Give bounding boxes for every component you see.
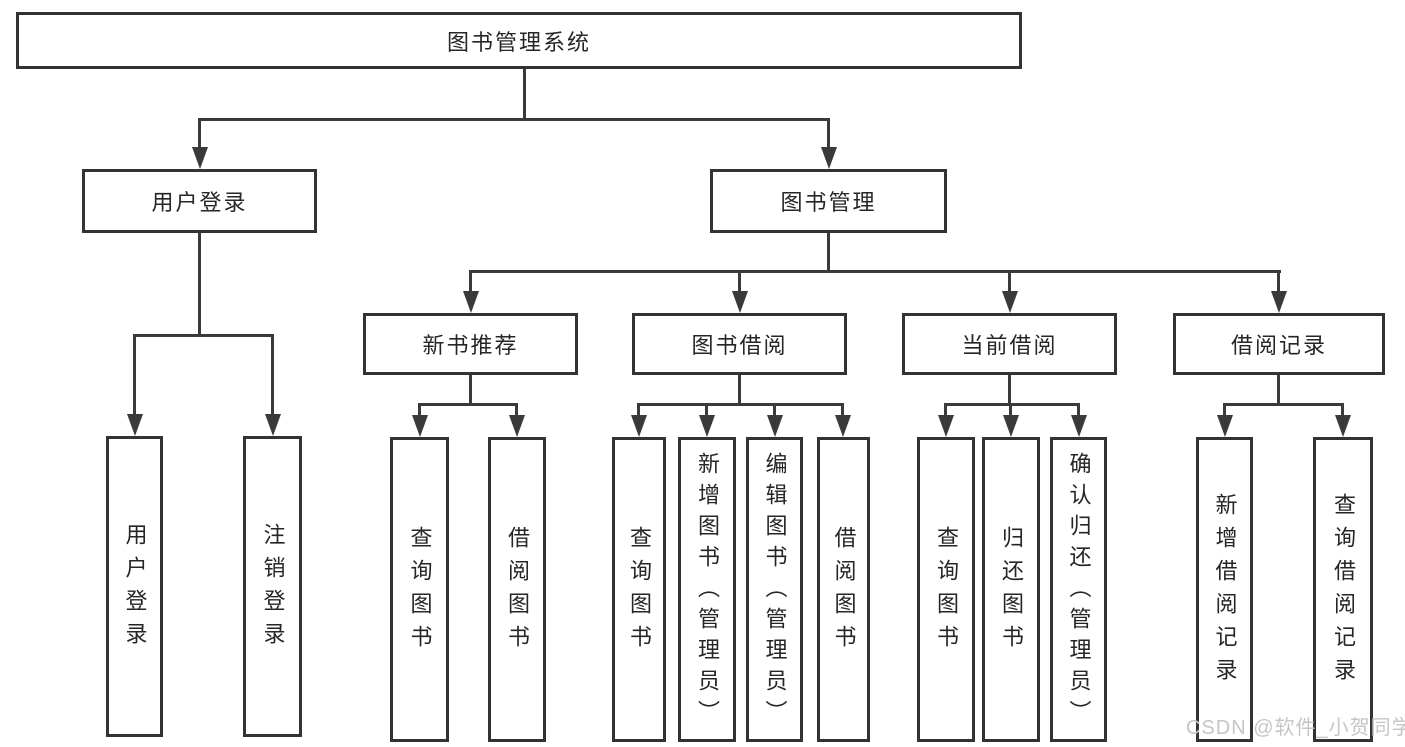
- connector-to-book-management: [827, 118, 830, 150]
- arrowhead-down-icon: [835, 415, 851, 437]
- node-book-borrowing: 图书借阅: [632, 313, 847, 375]
- connector-to-leaf-user-login: [133, 334, 136, 416]
- arrowhead-down-icon: [463, 291, 479, 313]
- connector-leaf: [1009, 403, 1012, 416]
- connector-leaf: [773, 403, 776, 416]
- node-new-book-recommend: 新书推荐: [363, 313, 578, 375]
- node-current-borrowing: 当前借阅: [902, 313, 1117, 375]
- leaf-edit-books-admin: 编辑图书（管理员）: [746, 437, 803, 742]
- arrowhead-down-icon: [509, 415, 525, 437]
- arrowhead-down-icon: [767, 415, 783, 437]
- connector-to-book-borrowing: [738, 270, 741, 292]
- connector-leaf: [418, 403, 421, 416]
- arrowhead-down-icon: [1071, 415, 1087, 437]
- connector-new-book-horizontal: [418, 403, 518, 406]
- connector-root-stem: [523, 68, 526, 121]
- arrowhead-down-icon: [192, 147, 208, 169]
- leaf-user-login: 用户登录: [106, 436, 163, 737]
- leaf-confirm-return-admin: 确认归还（管理员）: [1050, 437, 1107, 742]
- connector-leaf: [705, 403, 708, 416]
- node-borrowing-records: 借阅记录: [1173, 313, 1385, 375]
- leaf-query-books-current: 查询图书: [917, 437, 975, 742]
- leaf-borrow-books-recommend: 借阅图书: [488, 437, 546, 742]
- arrowhead-down-icon: [732, 291, 748, 313]
- connector-new-book-stem: [469, 375, 472, 406]
- arrowhead-down-icon: [631, 415, 647, 437]
- leaf-query-books-borrowing: 查询图书: [612, 437, 666, 742]
- connector-leaf: [1223, 403, 1226, 416]
- connector-root-horizontal: [198, 118, 830, 121]
- leaf-logout: 注销登录: [243, 436, 302, 737]
- leaf-add-borrow-record: 新增借阅记录: [1196, 437, 1253, 742]
- connector-book-borrowing-horizontal: [637, 403, 844, 406]
- connector-to-current-borrowing: [1008, 270, 1011, 292]
- connector-leaf: [1341, 403, 1344, 416]
- leaf-borrow-books-borrowing: 借阅图书: [817, 437, 870, 742]
- connector-borrowing-records-stem: [1277, 375, 1280, 406]
- connector-leaf: [841, 403, 844, 416]
- arrowhead-down-icon: [1003, 415, 1019, 437]
- connector-leaf: [637, 403, 640, 416]
- connector-leaf: [515, 403, 518, 416]
- leaf-query-books-recommend: 查询图书: [390, 437, 449, 742]
- leaf-query-borrow-record: 查询借阅记录: [1313, 437, 1373, 742]
- connector-to-new-book-recommend: [469, 270, 472, 292]
- connector-user-login-horizontal: [133, 334, 274, 337]
- connector-book-borrowing-stem: [738, 375, 741, 406]
- node-book-management: 图书管理: [710, 169, 947, 233]
- connector-book-management-stem: [827, 233, 830, 273]
- connector-to-user-login: [198, 118, 201, 150]
- arrowhead-down-icon: [1217, 415, 1233, 437]
- leaf-return-books: 归还图书: [982, 437, 1040, 742]
- arrowhead-down-icon: [821, 147, 837, 169]
- connector-leaf: [1077, 403, 1080, 416]
- connector-to-borrowing-records: [1277, 270, 1280, 292]
- arrowhead-down-icon: [412, 415, 428, 437]
- connector-leaf: [944, 403, 947, 416]
- arrowhead-down-icon: [1002, 291, 1018, 313]
- connector-book-management-horizontal: [469, 270, 1281, 273]
- arrowhead-down-icon: [127, 414, 143, 436]
- connector-current-borrowing-stem: [1008, 375, 1011, 406]
- arrowhead-down-icon: [1271, 291, 1287, 313]
- connector-borrowing-records-horizontal: [1223, 403, 1344, 406]
- leaf-add-books-admin: 新增图书（管理员）: [678, 437, 736, 742]
- watermark-text: CSDN @软件_小贺同学: [1186, 717, 1405, 739]
- connector-user-login-stem: [198, 233, 201, 337]
- arrowhead-down-icon: [938, 415, 954, 437]
- arrowhead-down-icon: [1335, 415, 1351, 437]
- connector-to-leaf-logout: [271, 334, 274, 416]
- node-user-login: 用户登录: [82, 169, 317, 233]
- node-root: 图书管理系统: [16, 12, 1022, 69]
- arrowhead-down-icon: [699, 415, 715, 437]
- arrowhead-down-icon: [265, 414, 281, 436]
